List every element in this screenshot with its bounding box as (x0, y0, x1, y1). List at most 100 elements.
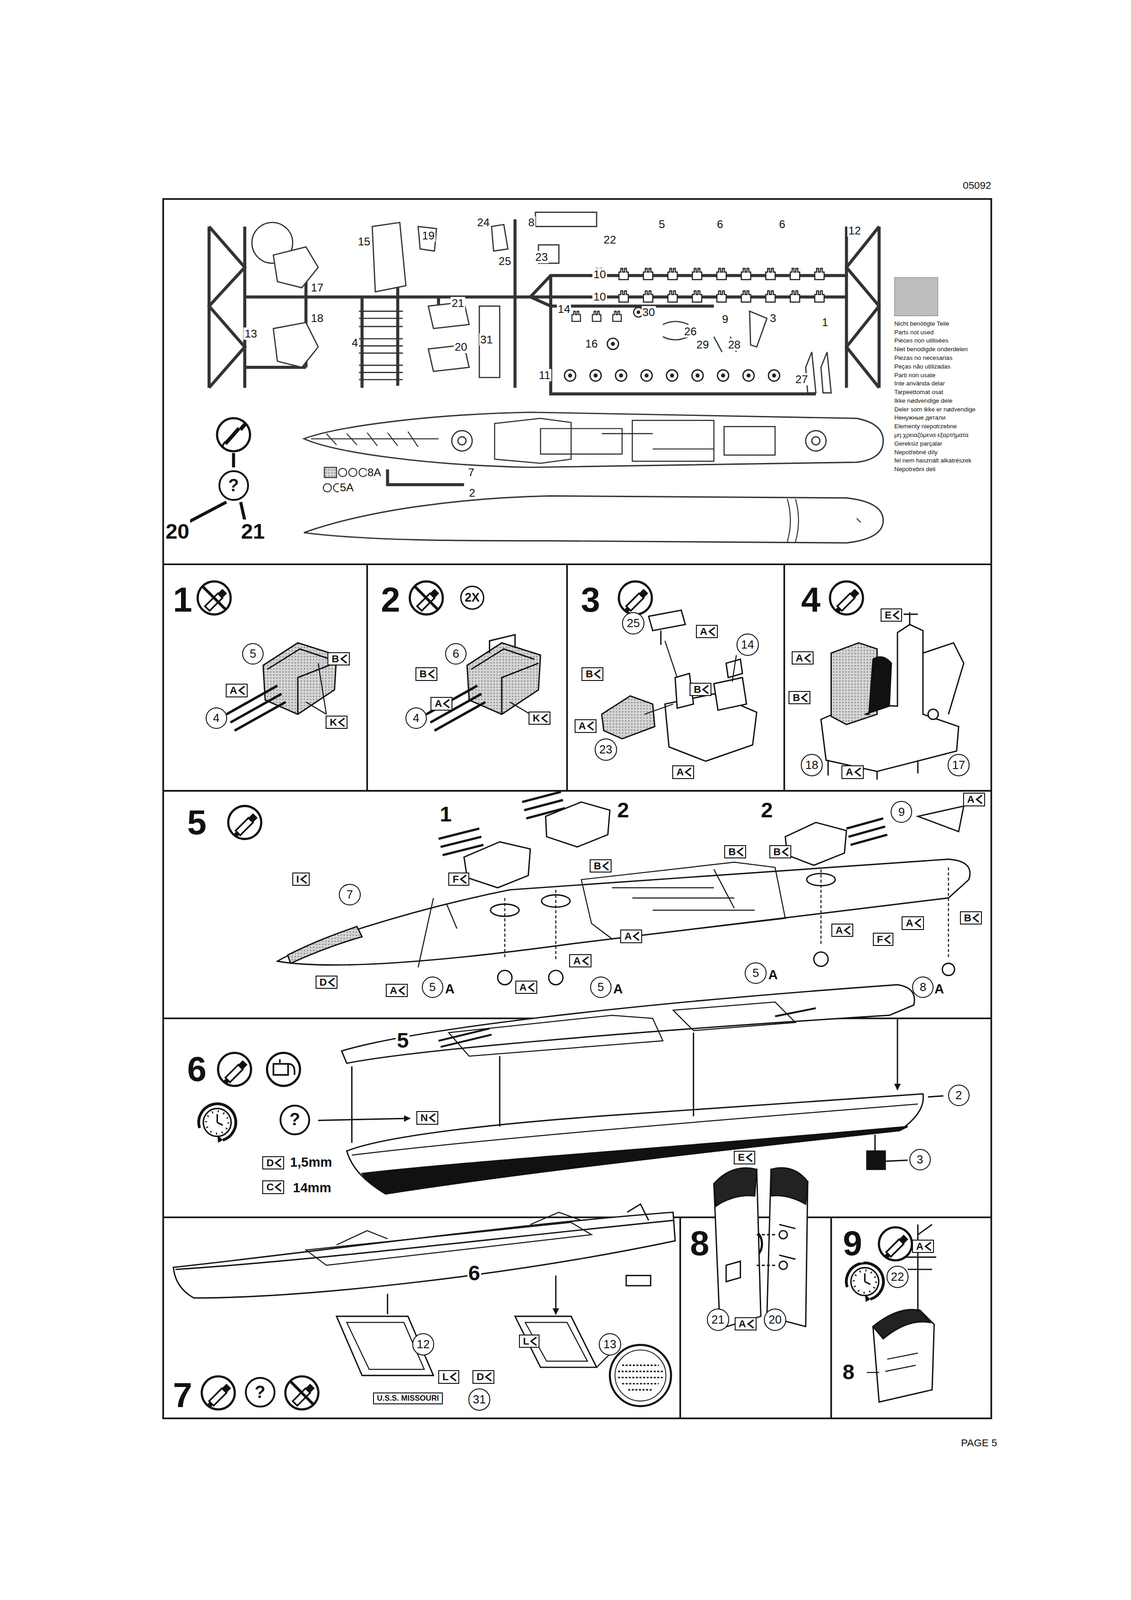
flag-chevron-line (915, 918, 921, 928)
flag-chevron (593, 668, 602, 680)
flag-chevron (883, 933, 892, 945)
paint-code-flag: L (518, 1334, 540, 1348)
part-number: 16 (584, 337, 599, 350)
page-code: PAGE 5 (959, 1437, 998, 1449)
parts-sprue-part-part (571, 311, 581, 322)
stand-step (173, 1203, 675, 1406)
node-text: 5 (597, 980, 604, 994)
part-number: 11 (537, 368, 552, 382)
flag-chevron-line (486, 1372, 492, 1381)
bridge-steps-part (864, 656, 892, 715)
deck-step-part (287, 926, 363, 964)
funnel-steps-part (713, 1167, 757, 1207)
callout-number: 4 (405, 707, 427, 729)
flag-chevron (339, 653, 348, 665)
node-text: 9 (898, 805, 905, 819)
flag-chevron-line (802, 693, 808, 702)
legend-translation: μη χρειαζόμενα εξαρτήματα (893, 431, 970, 439)
step-number: 5 (186, 803, 208, 842)
bridge-steps-part (828, 760, 919, 780)
callout-number: 5 (744, 962, 767, 984)
node-text: ? (228, 476, 239, 495)
flag-chevron-line (430, 1113, 436, 1122)
callout-number: 12 (412, 1333, 435, 1356)
flag-chevron (442, 697, 451, 710)
flag-chevron (853, 766, 862, 778)
node-text: B (593, 860, 602, 872)
flag-chevron (397, 984, 406, 997)
funnel-steps-part (866, 1371, 880, 1373)
parts-sprue-part-part (692, 268, 702, 280)
funnel-steps-part (872, 1309, 930, 1339)
deck-step-part (548, 970, 563, 985)
deck-step-part (522, 791, 566, 819)
part-number: 4 (350, 336, 359, 349)
part-number: 5 (657, 217, 666, 231)
hull-step-part (448, 1001, 796, 1057)
node-text: A (229, 684, 238, 696)
paint-code-flag: D (472, 1369, 495, 1384)
flag-chevron (800, 691, 809, 704)
legend-translation: Deler som ikke er nødvendige (893, 406, 977, 414)
flag-chevron-line (805, 653, 811, 662)
flag-chevron (892, 609, 901, 621)
parts-sprue-part (273, 212, 597, 378)
step-number: 6 (186, 1049, 208, 1089)
callout-number: 6 (445, 643, 467, 665)
flag-chevron-line (747, 1319, 754, 1329)
callout-number: 13 (598, 1333, 622, 1356)
parts-sprue-part (494, 418, 776, 463)
part-number: 28 (726, 338, 742, 351)
node-text: A (573, 955, 581, 966)
part-number: 21 (450, 296, 465, 310)
part-number: 2 (760, 798, 774, 822)
parts-sprue-part-part (590, 369, 602, 382)
node-text: A (905, 917, 914, 929)
part-number: 8 (841, 1359, 856, 1384)
stand-step-part (514, 1316, 597, 1368)
legend-translation: Parti non usate (893, 372, 937, 379)
step-icons-part (228, 805, 261, 839)
bridge-steps-part (674, 673, 747, 711)
bridge-steps-part (601, 695, 655, 739)
flag-chevron-line (976, 795, 982, 804)
paint-code-flag: K (325, 715, 348, 729)
hull-step-part (438, 1007, 816, 1047)
node-text: L (442, 1371, 449, 1382)
parts-sprue-part-part (666, 369, 678, 382)
flag-chevron (632, 930, 641, 942)
callout-number: 31 (468, 1388, 491, 1411)
part-number: 25 (497, 254, 512, 268)
deck-step-part (438, 828, 484, 856)
decal-hint: ? (244, 1376, 276, 1408)
parts-sprue-part-part (741, 290, 751, 303)
deck-step-part (504, 867, 949, 960)
node-text: E (884, 609, 892, 621)
flag-chevron-line (855, 767, 861, 777)
page-frame-part (163, 564, 992, 1419)
parts-sprue-part-part (618, 268, 628, 280)
deck-step-part (785, 822, 847, 866)
node-text: A (916, 1240, 924, 1252)
parts-sprue-part-part (741, 268, 751, 280)
dimension-label: 14mm (291, 1180, 333, 1196)
part-number: 2 (468, 486, 477, 499)
callout-number: 14 (736, 633, 759, 656)
deck-step-part (418, 897, 457, 968)
flag-chevron-line (845, 926, 851, 935)
node-text: A (389, 985, 398, 996)
paint-code-flag: B (788, 690, 811, 705)
part-number: 30 (641, 306, 656, 319)
part-number: 26 (683, 325, 698, 338)
flag-chevron (337, 716, 346, 728)
paint-code-flag: B (581, 667, 604, 681)
paint-code-flag: N (416, 1110, 439, 1125)
part-number: 31 (479, 333, 494, 346)
node-text: ? (254, 1383, 266, 1402)
callout-number: 17 (947, 753, 971, 777)
flag-chevron (529, 1335, 538, 1347)
parts-sprue-part-part (716, 290, 727, 303)
paint-code-flag: A (620, 929, 643, 943)
stand-step-part (336, 1316, 434, 1376)
